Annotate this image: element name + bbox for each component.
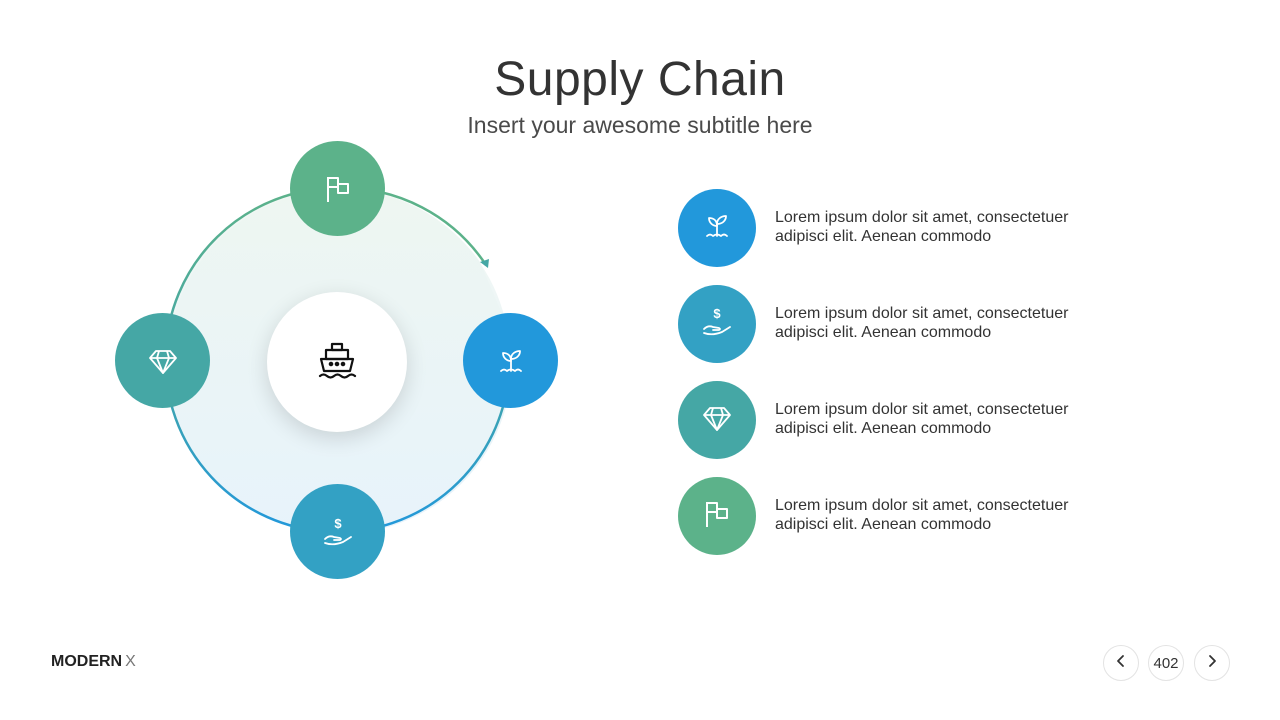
- list-bubble: [678, 477, 756, 555]
- cycle-arrowhead: [480, 259, 489, 268]
- brand-light: X: [125, 653, 136, 670]
- list-item-line1: Lorem ipsum dolor sit amet, consectetuer: [775, 401, 1069, 418]
- list-item-line1: Lorem ipsum dolor sit amet, consectetuer: [775, 209, 1069, 226]
- money-hand-icon: $: [321, 515, 355, 549]
- flag-icon: [323, 174, 353, 204]
- slide-title: Supply Chain: [494, 53, 786, 106]
- diamond-icon: [148, 346, 178, 376]
- list-bubble: [678, 189, 756, 267]
- chevron-left-icon: [1115, 654, 1127, 672]
- cycle-node-diamond[interactable]: [115, 313, 210, 408]
- cycle-node-sprout[interactable]: [463, 313, 558, 408]
- money-hand-icon: $: [700, 305, 734, 344]
- list-item-text: Lorem ipsum dolor sit amet, consectetuer…: [775, 304, 1195, 342]
- list-item-text: Lorem ipsum dolor sit amet, consectetuer…: [775, 400, 1195, 438]
- ship-icon: [317, 340, 357, 385]
- cycle-node-money[interactable]: $: [290, 484, 385, 579]
- brand-bold: MODERN: [51, 653, 123, 670]
- list-bubble: $: [678, 285, 756, 363]
- list-item: Lorem ipsum dolor sit amet, consectetuer…: [678, 477, 1238, 555]
- list-item-line2: adipisci elit. Aenean commodo: [775, 228, 992, 245]
- list-item-text: Lorem ipsum dolor sit amet, consectetuer…: [775, 208, 1195, 246]
- center-node: [267, 292, 407, 432]
- list-item: Lorem ipsum dolor sit amet, consectetuer…: [678, 381, 1238, 459]
- list-item-line1: Lorem ipsum dolor sit amet, consectetuer: [775, 497, 1069, 514]
- slide-subtitle: Insert your awesome subtitle here: [467, 112, 813, 138]
- list-item-line2: adipisci elit. Aenean commodo: [775, 420, 992, 437]
- prev-slide-button[interactable]: [1103, 645, 1139, 681]
- svg-text:$: $: [713, 306, 721, 321]
- diamond-icon: [702, 403, 732, 438]
- page-number: 402: [1148, 645, 1184, 681]
- list-item-line2: adipisci elit. Aenean commodo: [775, 516, 992, 533]
- svg-text:$: $: [334, 516, 342, 531]
- list-item-line1: Lorem ipsum dolor sit amet, consectetuer: [775, 305, 1069, 322]
- cycle-node-flag[interactable]: [290, 141, 385, 236]
- flag-icon: [702, 499, 732, 534]
- list-item-text: Lorem ipsum dolor sit amet, consectetuer…: [775, 496, 1195, 534]
- list-item: $ Lorem ipsum dolor sit amet, consectetu…: [678, 285, 1238, 363]
- chevron-right-icon: [1206, 654, 1218, 672]
- sprout-icon: [495, 345, 527, 377]
- next-slide-button[interactable]: [1194, 645, 1230, 681]
- list-item: Lorem ipsum dolor sit amet, consectetuer…: [678, 189, 1238, 267]
- list-bubble: [678, 381, 756, 459]
- sprout-icon: [701, 210, 733, 247]
- list-item-line2: adipisci elit. Aenean commodo: [775, 324, 992, 341]
